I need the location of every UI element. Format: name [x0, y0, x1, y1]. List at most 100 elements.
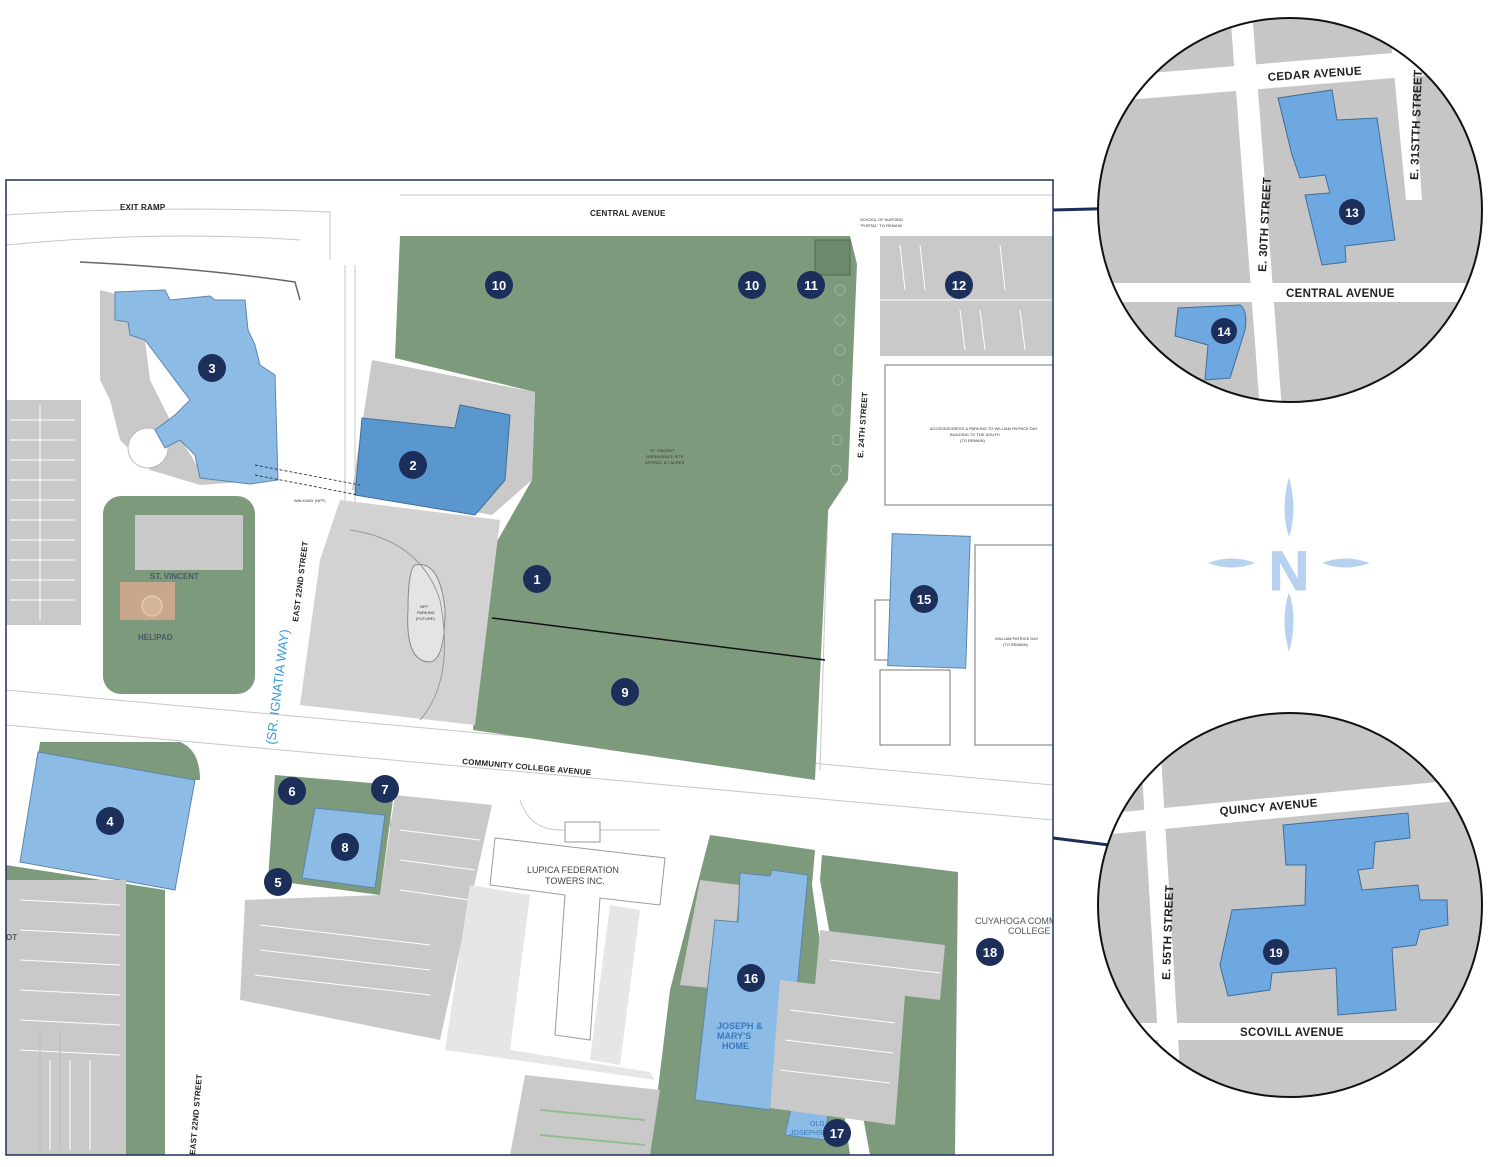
nfp-drive: [349, 529, 445, 721]
marker-9[interactable]: 9: [611, 678, 639, 706]
svg-text:14: 14: [1217, 325, 1231, 339]
marker-10-east[interactable]: 10: [738, 271, 766, 299]
svg-text:12: 12: [952, 278, 966, 293]
e-30th-street-label: E. 30TH STREET: [1257, 177, 1274, 272]
svg-text:18: 18: [983, 945, 997, 960]
helipad-label: HELIPAD: [138, 633, 173, 642]
lupica-line2: TOWERS INC.: [545, 876, 605, 886]
greenspace-line3: APPROX. 8.7 ACRES: [645, 460, 684, 465]
svg-text:1: 1: [533, 572, 540, 587]
parking-stalls-12: [880, 244, 1053, 351]
marker-4[interactable]: 4: [96, 807, 124, 835]
marker-2[interactable]: 2: [399, 451, 427, 479]
road-edge: [79, 261, 301, 301]
building-2: [354, 404, 511, 516]
marker-10-west[interactable]: 10: [485, 271, 513, 299]
marker-7[interactable]: 7: [371, 775, 399, 803]
svg-text:19: 19: [1269, 946, 1283, 960]
central-avenue-label: CENTRAL AVENUE: [590, 209, 666, 218]
inset-top: CEDAR AVENUE E. 31STTH STREET E. 30TH ST…: [1097, 17, 1483, 403]
marker-1[interactable]: 1: [523, 565, 551, 593]
parking-lot-west: [6, 400, 81, 625]
marker-16[interactable]: 16: [737, 964, 765, 992]
svg-text:5: 5: [274, 875, 281, 890]
parking-stalls-far-left: [39, 1030, 61, 1150]
parking-stalls-sw: [19, 899, 121, 1150]
svg-text:11: 11: [804, 278, 818, 293]
compass-rose-icon: N: [1208, 477, 1370, 652]
svg-text:10: 10: [492, 278, 506, 293]
parking-stalls: [10, 405, 75, 620]
cuyahoga-line2: COLLEGE: [1008, 926, 1051, 936]
svg-text:15: 15: [917, 592, 931, 607]
svg-text:9: 9: [621, 685, 628, 700]
st-vincent-label: ST. VINCENT: [150, 572, 199, 581]
inset-bottom-border: [1097, 712, 1483, 1098]
lot-east-2: [815, 930, 945, 1000]
walkway-label: WALKWAY (NFP): [294, 498, 326, 503]
inset-bottom: QUINCY AVENUE E. 55TH STREET SCOVILL AVE…: [1097, 712, 1483, 1098]
svg-text:4: 4: [106, 814, 114, 829]
lupica-lot: [445, 885, 655, 1080]
building-3: [114, 289, 279, 485]
svg-text:2: 2: [409, 458, 416, 473]
joseph-line3: HOME: [722, 1041, 749, 1051]
svg-text:6: 6: [288, 784, 295, 799]
lupica-line1: LUPICA FEDERATION: [527, 865, 619, 875]
walkway: [254, 464, 361, 496]
joseph-line2: MARY'S: [717, 1031, 751, 1041]
cuyahoga-line1: CUYAHOGA COMM: [975, 916, 1056, 926]
exit-ramp-label: EXIT RAMP: [120, 203, 166, 212]
parking-lot-south: [240, 795, 492, 1040]
access-line3: (TO REMAIN): [960, 438, 985, 443]
parking-lot-sw-gray: [6, 880, 126, 1155]
helipad-circle: [141, 595, 163, 617]
lot-east: [770, 980, 905, 1125]
greenspace-line2: GREENSPACE SITE: [646, 454, 684, 459]
lot-fragment-label: OT: [6, 933, 17, 942]
access-line1: ACCESS/EGRESS & PARKING TO WILLIAM PATRI…: [930, 426, 1038, 431]
nfp-parking-line3: (FUTURE): [416, 616, 436, 621]
main-map-frame: [5, 179, 1054, 1156]
william-patrick-day-line1: WILLIAM PATRICK DAY: [995, 636, 1039, 641]
marker-11[interactable]: 11: [797, 271, 825, 299]
lupica-building: [489, 821, 666, 1041]
svg-text:7: 7: [381, 782, 388, 797]
marker-14[interactable]: 14: [1211, 318, 1237, 344]
svg-text:10: 10: [745, 278, 759, 293]
scovill-avenue-label: SCOVILL AVENUE: [1240, 1027, 1344, 1039]
lupica-side-lot: [590, 905, 640, 1065]
nfp-parking-lot: [300, 500, 500, 725]
marker-12[interactable]: 12: [945, 271, 973, 299]
marker-13[interactable]: 13: [1339, 199, 1365, 225]
marker-17[interactable]: 17: [823, 1119, 851, 1147]
marker-19[interactable]: 19: [1263, 939, 1289, 965]
helipad-lot: [135, 515, 243, 570]
school-of-nursing-line2: "PORTAL" TO REMAIN: [860, 223, 902, 228]
greenspace-site: [395, 236, 857, 780]
svg-text:13: 13: [1345, 206, 1359, 220]
inset-top-border: [1097, 17, 1483, 403]
map-markers: 1 2 3 4 5 6 7 8 9 10 10 11 12 15 16 17 1…: [96, 271, 1004, 1147]
e-31st-street-label: E. 31STTH STREET: [1409, 70, 1425, 181]
william-patrick-day-line2: (TO REMAIN): [1003, 642, 1028, 647]
tree-row: [830, 284, 846, 476]
e-55th-street-label: E. 55TH STREET: [1161, 885, 1176, 980]
marker-18[interactable]: 18: [976, 938, 1004, 966]
main-map: EXIT RAMP CENTRAL AVENUE SCHOOL OF NURSI…: [6, 180, 1056, 1155]
greenspace-line1: ST. VINCENT: [650, 448, 675, 453]
svg-text:8: 8: [341, 840, 348, 855]
marker-6[interactable]: 6: [278, 777, 306, 805]
old-josephs-line2: JOSEPHS: [790, 1130, 823, 1137]
drop-off-circle: [127, 427, 169, 469]
marker-15[interactable]: 15: [910, 585, 938, 613]
parking-stalls-south: [254, 829, 481, 996]
svg-text:3: 3: [208, 361, 215, 376]
joseph-line1: JOSEPH &: [717, 1021, 763, 1031]
inset-central-avenue-label: CENTRAL AVENUE: [1286, 288, 1395, 300]
marker-5[interactable]: 5: [264, 868, 292, 896]
marker-3[interactable]: 3: [198, 354, 226, 382]
access-line2: BUILDING TO THE SOUTH: [950, 432, 1000, 437]
marker-8[interactable]: 8: [331, 833, 359, 861]
